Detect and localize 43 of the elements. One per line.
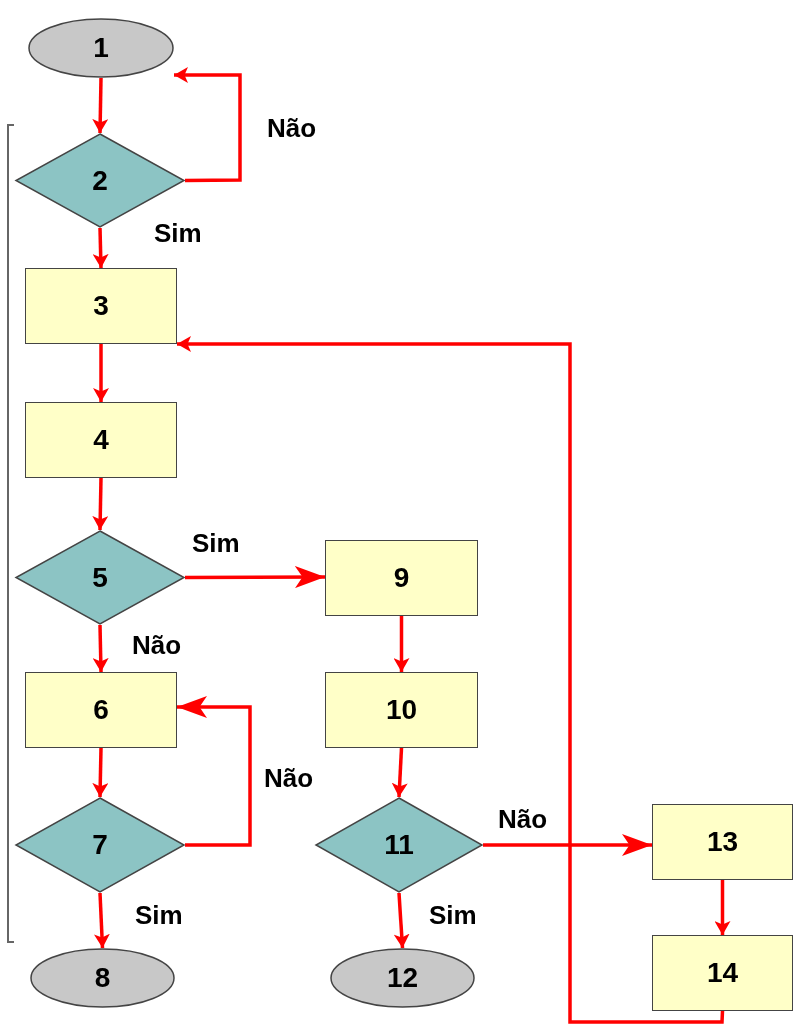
arrow	[92, 624, 109, 673]
terminal-ellipse	[28, 18, 174, 78]
arrow	[92, 477, 109, 531]
step-number: 9	[393, 562, 410, 594]
step-number: 3	[93, 290, 109, 322]
process-box	[652, 935, 793, 1011]
step-number: 5	[92, 561, 108, 594]
step-number: 2	[92, 164, 108, 197]
decision-diamond	[15, 797, 185, 893]
step-number: 12	[386, 962, 419, 994]
terminal-ellipse	[330, 948, 475, 1008]
step-number: 13	[706, 826, 739, 858]
arrow	[92, 77, 109, 134]
step-number: 1	[93, 32, 109, 64]
arrow	[93, 344, 109, 402]
process-box	[325, 672, 478, 748]
process-box	[652, 804, 793, 880]
step-number: 6	[93, 694, 109, 726]
process-box	[325, 540, 478, 616]
process-box	[25, 268, 177, 344]
process-box	[25, 672, 177, 748]
terminal-ellipse	[30, 948, 175, 1008]
arrow	[174, 67, 242, 183]
step-number: 10	[385, 694, 418, 726]
step-number: 11	[384, 829, 414, 861]
arrow	[177, 336, 725, 1024]
arrow	[92, 747, 109, 798]
arrow	[393, 616, 410, 672]
arrow	[714, 880, 731, 935]
arrow	[93, 892, 110, 949]
arrow	[483, 834, 652, 856]
decision-diamond	[15, 530, 185, 625]
arrow	[185, 566, 325, 589]
arrow	[92, 227, 109, 269]
decision-diamond	[315, 797, 483, 893]
arrow	[177, 696, 252, 847]
step-number: 14	[706, 957, 739, 989]
arrow	[393, 892, 410, 949]
process-box	[25, 402, 177, 478]
arrow	[391, 747, 408, 798]
step-number: 7	[92, 829, 108, 861]
step-number: 8	[94, 962, 111, 994]
step-number: 4	[93, 424, 109, 456]
